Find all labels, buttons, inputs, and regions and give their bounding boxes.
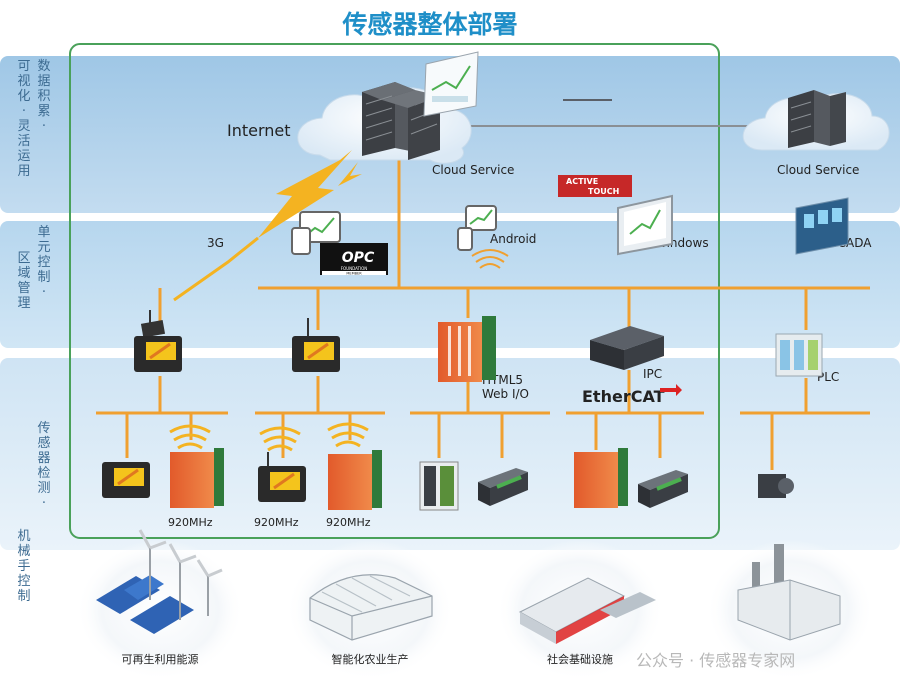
ipc-label: IPC <box>643 367 662 381</box>
zone-top-col2: 数据积累· <box>37 59 50 134</box>
zone-mid-col1: 区域管理 <box>17 251 30 311</box>
controller-icon <box>419 461 459 511</box>
ethercat-logo: EtherCAT <box>582 387 665 406</box>
wireless-signal-icon <box>471 249 509 269</box>
svg-text:MEMBER: MEMBER <box>346 272 362 276</box>
opc-foundation-logo: OPC FOUNDATION MEMBER <box>320 243 388 276</box>
sensor-node-icon-1 <box>102 462 150 498</box>
zone-top-col1: 可视化·灵活运用 <box>17 59 30 179</box>
svg-text:OPC: OPC <box>342 250 375 266</box>
scada-screen-icon <box>795 197 849 255</box>
zone-bottom-col2: 传感器检测· <box>37 421 50 511</box>
train-illustration <box>518 577 656 644</box>
touch-panel-icon <box>617 194 673 256</box>
io-terminal-icon-2 <box>638 470 688 508</box>
ipc-box-icon <box>590 326 664 370</box>
dashboard-screen-icon <box>423 51 479 117</box>
watermark: 公众号 · 传感器专家网 <box>636 651 795 670</box>
920mhz-label-1: 920MHz <box>168 516 213 529</box>
io-terminal-icon-1 <box>478 468 528 506</box>
wireless-signal-icons <box>169 422 369 452</box>
gateway-device-icon-1 <box>134 310 182 372</box>
server-rack-icon-right <box>788 90 846 148</box>
factory-illustration <box>737 544 841 641</box>
application-scenes <box>76 529 874 680</box>
zone-bands <box>0 56 900 550</box>
io-module-icon-3 <box>574 448 628 508</box>
tablet-icon-android <box>457 205 497 251</box>
tablet-icon-opc <box>291 211 341 255</box>
zone-mid-band <box>0 221 900 348</box>
application-label-agriculture: 智能化农业生产 <box>332 652 409 666</box>
svg-text:TOUCH: TOUCH <box>588 187 619 196</box>
svg-text:FOUNDATION: FOUNDATION <box>341 266 368 271</box>
web-io-module-icon <box>438 316 496 382</box>
sensor-node-icon-2 <box>258 452 306 502</box>
920mhz-label-3: 920MHz <box>326 516 371 529</box>
android-label: Android <box>490 232 536 246</box>
zone-mid-col2: 单元控制· <box>37 225 50 300</box>
cloud-service-label-2: Cloud Service <box>777 163 859 177</box>
lightning-icon <box>173 150 362 302</box>
greenhouse-illustration <box>309 574 433 641</box>
svg-text:ACTIVE: ACTIVE <box>566 177 598 186</box>
zone-bottom-col1: 机械手控制 <box>17 529 30 604</box>
webio-label: Web I/O <box>482 387 529 401</box>
plc-label: PLC <box>817 370 839 384</box>
io-module-icon-1 <box>170 448 224 508</box>
io-module-icon-2 <box>328 450 382 510</box>
internet-label: Internet <box>227 121 291 140</box>
application-label-infrastructure: 社会基础设施 <box>547 652 613 666</box>
920mhz-label-2: 920MHz <box>254 516 299 529</box>
ethercat-arrow-icon <box>660 384 682 396</box>
3g-label: 3G <box>207 236 224 250</box>
zone-bottom-band <box>0 358 900 550</box>
servo-motor-icon <box>758 474 794 498</box>
application-label-renewable: 可再生利用能源 <box>122 652 199 666</box>
active-touch-logo: ACTIVE TOUCH <box>558 175 632 197</box>
deployment-frame <box>69 43 720 539</box>
diagram-title: 传感器整体部署 <box>341 10 517 39</box>
gateway-device-icon-2 <box>292 318 340 372</box>
solar-wind-illustration <box>96 529 223 634</box>
cloud-service-label-1: Cloud Service <box>432 163 514 177</box>
plc-icon <box>775 333 823 377</box>
zone-labels: 可视化·灵活运用 数据积累· 区域管理 单元控制· 机械手控制 传感器检测· <box>17 59 50 604</box>
